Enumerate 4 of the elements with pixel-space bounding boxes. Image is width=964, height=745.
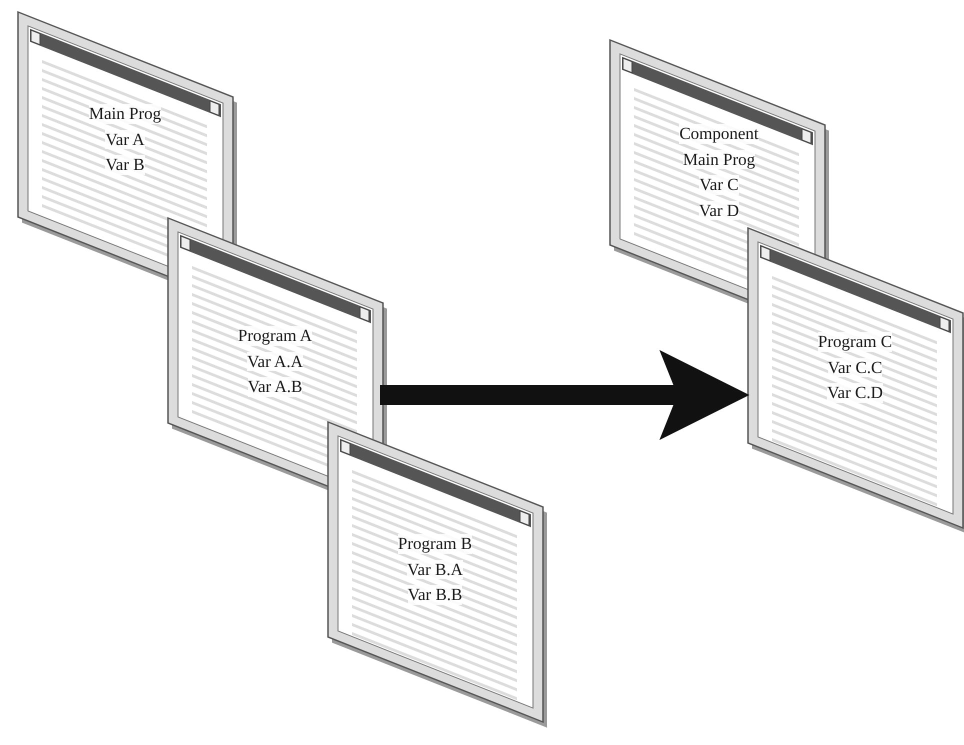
- arrow: [380, 350, 750, 440]
- window-text: Program C: [818, 332, 892, 352]
- window-text: Var C.D: [827, 383, 883, 403]
- window-text: Var C.C: [828, 358, 882, 378]
